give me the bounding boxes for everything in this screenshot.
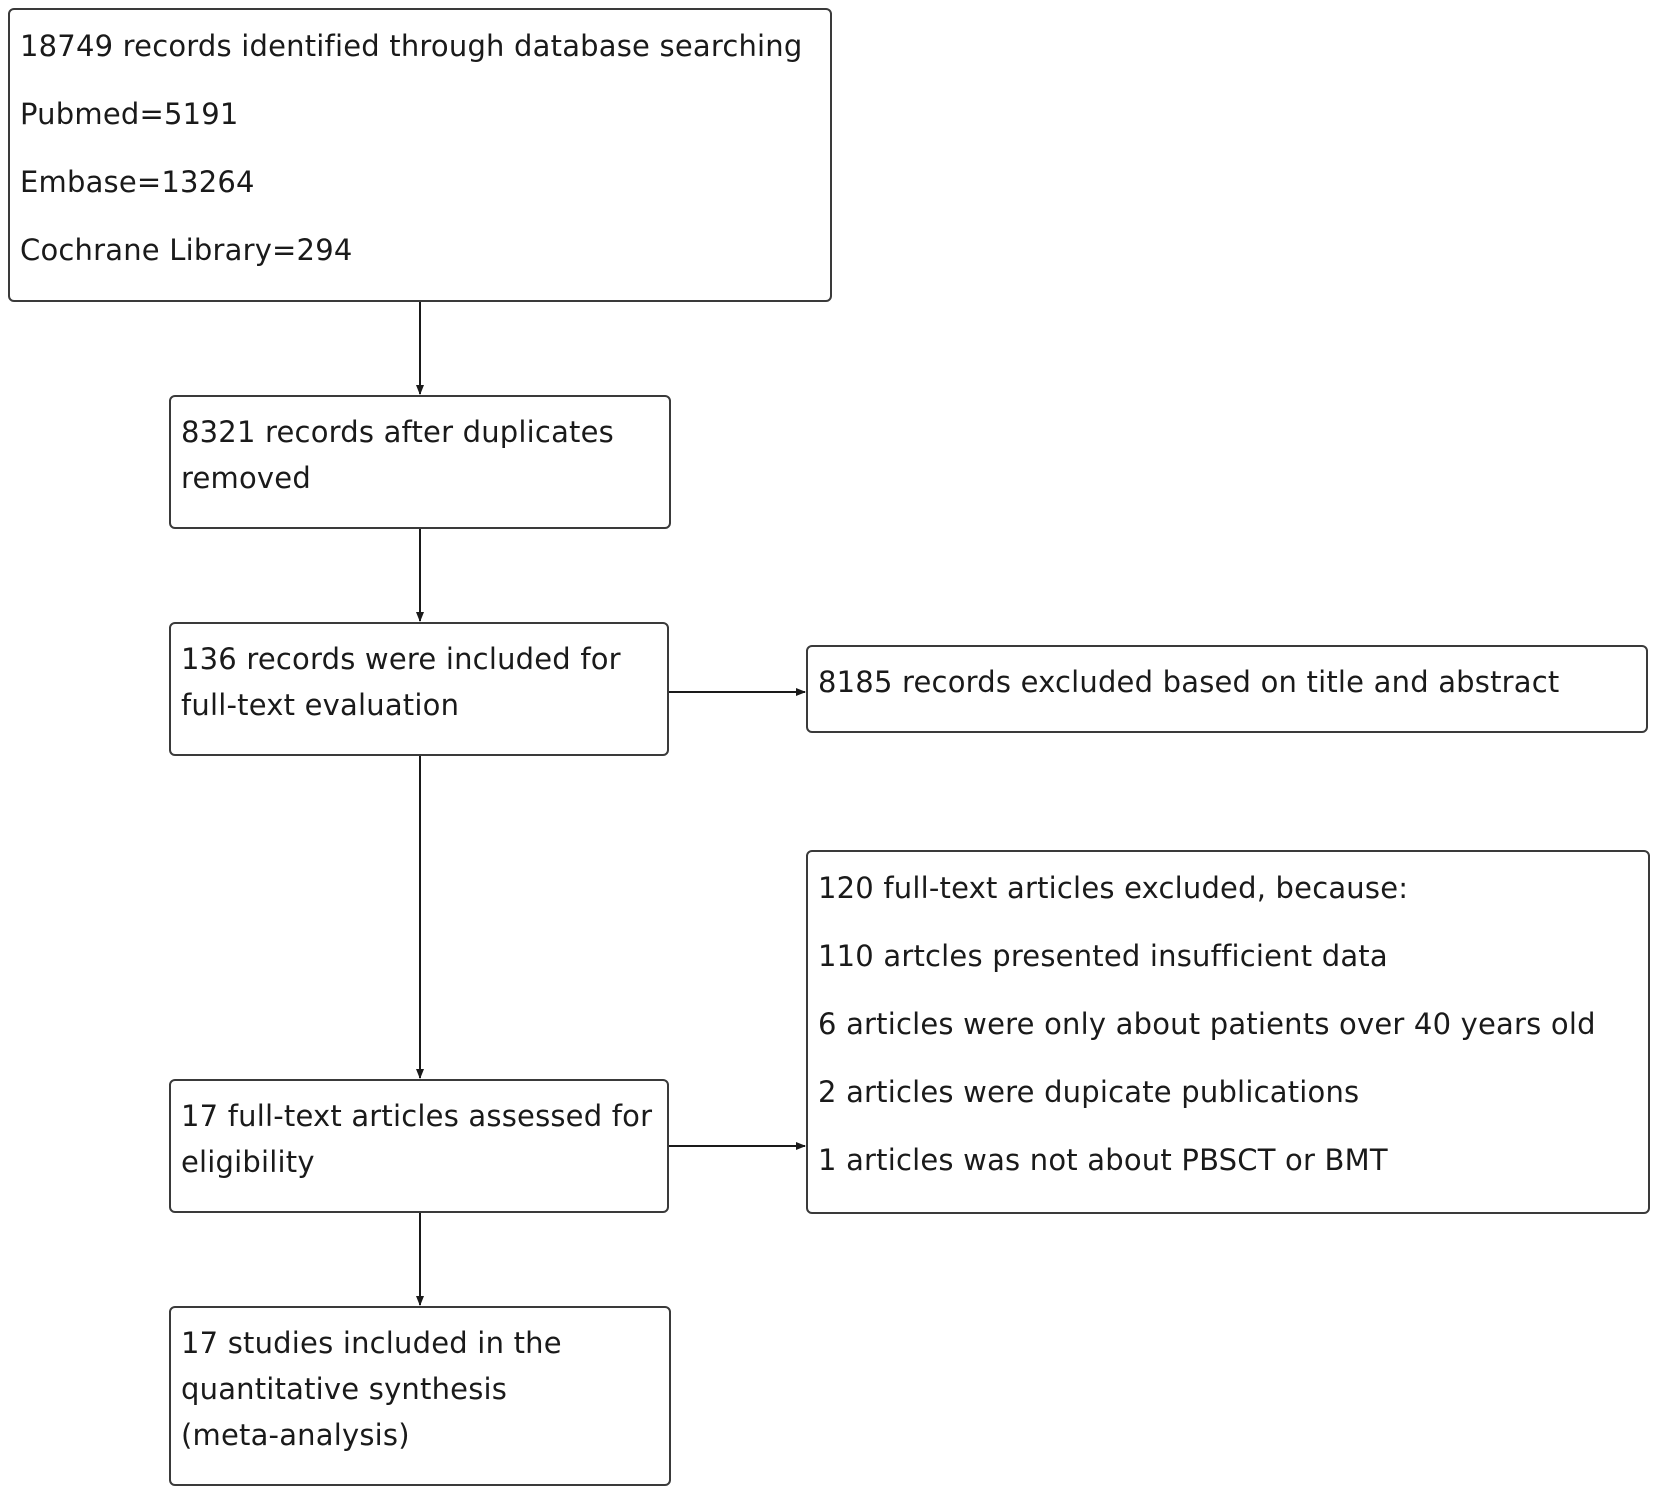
- excluded-title-abstract-box: 8185 records excluded based on title and…: [806, 645, 1648, 733]
- excluded-reason-not-pbsct-bmt: 1 articles was not about PBSCT or BMT: [818, 1143, 1388, 1177]
- cochrane-count-text: Cochrane Library=294: [20, 233, 353, 267]
- studies-included-line-2: quantitative synthesis: [181, 1372, 508, 1406]
- records-identified-text: 18749 records identified through databas…: [20, 29, 803, 63]
- excluded-fulltext-box: 120 full-text articles excluded, because…: [806, 850, 1650, 1214]
- studies-included-line-3: (meta-analysis): [181, 1418, 410, 1452]
- eligibility-line-1: 17 full-text articles assessed for: [181, 1099, 653, 1133]
- studies-included-box: 17 studies included in the quantitative …: [169, 1306, 671, 1486]
- excluded-title-abstract-text: 8185 records excluded based on title and…: [818, 665, 1560, 699]
- fulltext-evaluation-line-1: 136 records were included for: [181, 642, 621, 676]
- duplicates-removed-line-2: removed: [181, 461, 311, 495]
- eligibility-line-2: eligibility: [181, 1145, 315, 1179]
- excluded-reason-duplicate: 2 articles were dupicate publications: [818, 1075, 1360, 1109]
- duplicates-removed-box: 8321 records after duplicates removed: [169, 395, 671, 529]
- excluded-fulltext-heading: 120 full-text articles excluded, because…: [818, 871, 1409, 905]
- embase-count-text: Embase=13264: [20, 165, 255, 199]
- excluded-reason-over-40: 6 articles were only about patients over…: [818, 1007, 1596, 1041]
- duplicates-removed-line-1: 8321 records after duplicates: [181, 415, 614, 449]
- excluded-reason-insufficient-data: 110 artcles presented insufficient data: [818, 939, 1388, 973]
- fulltext-evaluation-line-2: full-text evaluation: [181, 688, 460, 722]
- records-identified-box: 18749 records identified through databas…: [8, 8, 832, 302]
- pubmed-count-text: Pubmed=5191: [20, 97, 239, 131]
- studies-included-line-1: 17 studies included in the: [181, 1326, 562, 1360]
- fulltext-evaluation-box: 136 records were included for full-text …: [169, 622, 669, 756]
- eligibility-box: 17 full-text articles assessed for eligi…: [169, 1079, 669, 1213]
